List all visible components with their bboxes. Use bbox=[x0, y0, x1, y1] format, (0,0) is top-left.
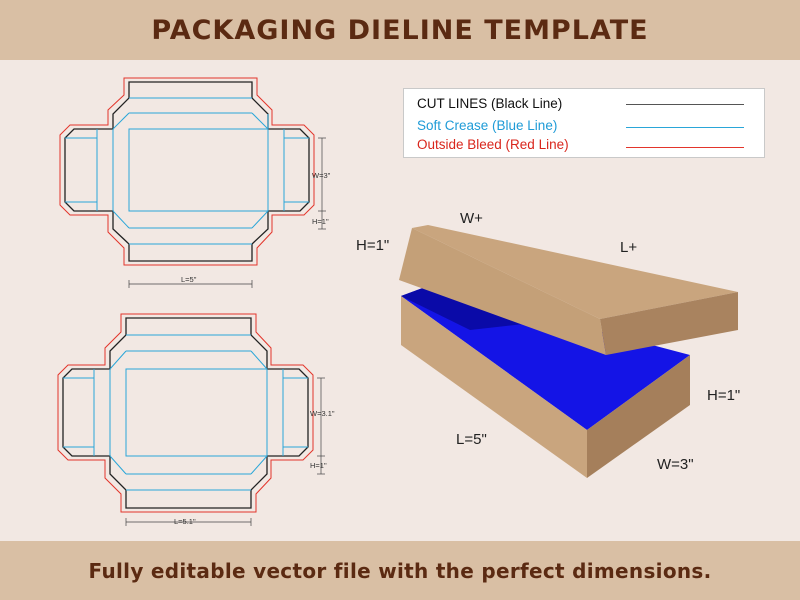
legend-item-cut: CUT LINES (Black Line) bbox=[417, 96, 562, 111]
box-lid-l-label: L+ bbox=[620, 239, 637, 256]
legend-label-bleed: Outside Bleed (Red Line) bbox=[417, 137, 569, 152]
dieline-top-width-label: W=3" bbox=[312, 171, 331, 180]
dieline-top-cut-outline bbox=[64, 81, 310, 262]
page-title: PACKAGING DIELINE TEMPLATE bbox=[151, 14, 649, 46]
legend-item-crease: Soft Crease (Blue Line) bbox=[417, 118, 557, 133]
line-legend: CUT LINES (Black Line) Soft Crease (Blue… bbox=[403, 88, 765, 158]
legend-item-bleed: Outside Bleed (Red Line) bbox=[417, 137, 569, 152]
dieline-top-dimensions bbox=[128, 137, 326, 288]
header-band: PACKAGING DIELINE TEMPLATE bbox=[0, 0, 800, 60]
box-lid-left-face bbox=[399, 228, 606, 355]
dieline-bottom-creases bbox=[63, 334, 308, 491]
legend-swatch-bleed bbox=[626, 147, 744, 148]
dieline-top-creases bbox=[65, 97, 309, 245]
dieline-bottom-width-label: W=3.1" bbox=[310, 409, 335, 418]
legend-swatch-crease bbox=[626, 127, 744, 128]
dieline-bottom-height-label: H=1" bbox=[310, 461, 327, 470]
footer-text: Fully editable vector file with the perf… bbox=[88, 558, 712, 583]
dieline-top-length-label: L=5" bbox=[181, 275, 197, 284]
dieline-bottom-bleed-outline bbox=[57, 313, 314, 513]
footer-band: Fully editable vector file with the perf… bbox=[0, 541, 800, 600]
dieline-top: W=3" H=1" L=5" bbox=[59, 77, 331, 288]
dieline-bottom-length-label: L=5.1" bbox=[174, 517, 196, 526]
box-lid-right-face bbox=[600, 292, 738, 355]
dieline-top-height-label: H=1" bbox=[312, 217, 329, 226]
dieline-bottom: W=3.1" H=1" L=5.1" bbox=[57, 313, 335, 526]
box-base-w-label: W=3" bbox=[657, 456, 694, 473]
legend-label-crease: Soft Crease (Blue Line) bbox=[417, 118, 558, 133]
dieline-top-bleed-outline bbox=[59, 77, 315, 266]
box-base-left-face bbox=[401, 296, 587, 478]
box-3d: W+ H=1" L+ H=1" L=5" W=3" bbox=[356, 210, 740, 478]
box-lid-w-label: W+ bbox=[460, 210, 483, 227]
box-base-right-face bbox=[587, 355, 690, 478]
legend-swatch-cut bbox=[626, 104, 744, 105]
dieline-bottom-cut-outline bbox=[62, 317, 309, 509]
dieline-bottom-dimensions bbox=[125, 377, 325, 526]
box-base-h-label: H=1" bbox=[707, 387, 740, 404]
box-base-l-label: L=5" bbox=[456, 431, 487, 448]
box-lid-h-label: H=1" bbox=[356, 237, 389, 254]
legend-label-cut: CUT LINES (Black Line) bbox=[417, 96, 563, 111]
box-lid-top bbox=[412, 225, 738, 319]
